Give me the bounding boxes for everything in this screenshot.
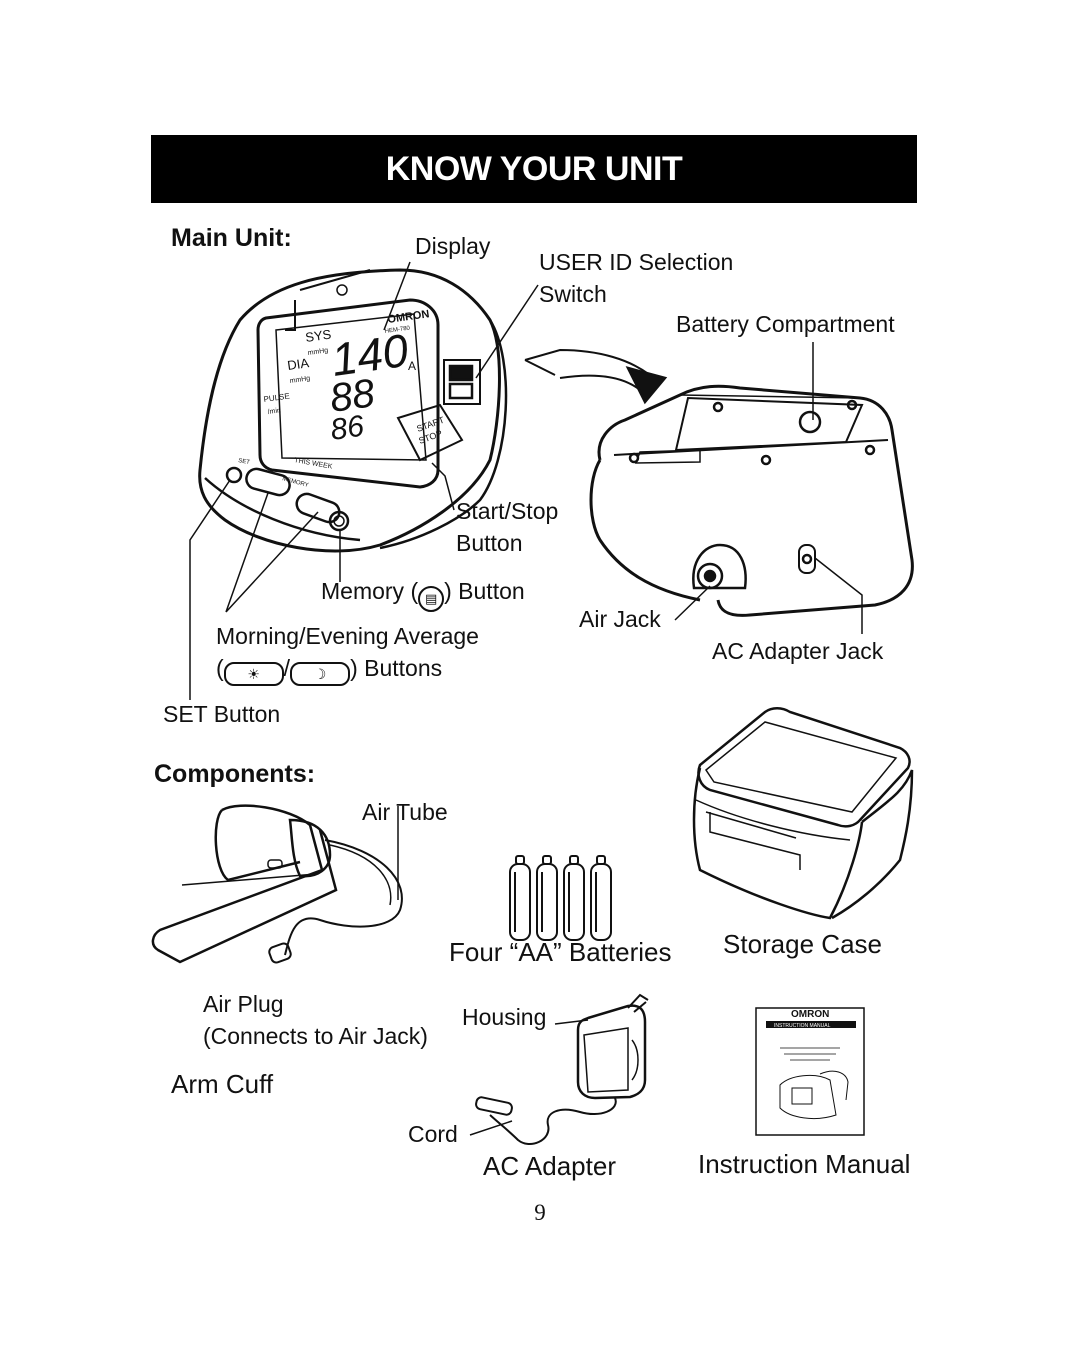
- lcd-model: HEM-780: [384, 325, 411, 335]
- lcd-dia-unit: mmHg: [289, 375, 310, 385]
- storage-case-illustration: [692, 707, 914, 920]
- lcd-sys: SYS: [304, 326, 332, 345]
- lcd-sys-value: 140: [328, 324, 412, 386]
- lcd-pulse-value: 86: [328, 410, 366, 447]
- lcd-brand: OMRON: [387, 308, 430, 326]
- arm-cuff-illustration: [151, 804, 403, 964]
- cord-label: Cord: [408, 1121, 458, 1147]
- lcd-sys-unit: mmHg: [307, 347, 328, 357]
- user-id-label-2: Switch: [539, 281, 607, 307]
- connects-to-air-jack-label: (Connects to Air Jack): [203, 1023, 428, 1049]
- components-heading: Components:: [154, 760, 316, 788]
- morning-evening-label: Morning/Evening Average: [216, 623, 479, 649]
- buttons-paren-open: (: [216, 655, 224, 681]
- lcd-dia-value: 88: [327, 371, 378, 421]
- instruction-manual-illustration: [755, 1007, 865, 1136]
- start-stop-label-1: Start/Stop: [456, 498, 559, 524]
- user-id-label-1: USER ID Selection: [539, 249, 734, 275]
- page-number: 9: [534, 1200, 546, 1225]
- display-label: Display: [415, 233, 491, 259]
- ac-adapter-illustration: [475, 993, 649, 1145]
- batteries-label: Four “AA” Batteries: [449, 937, 672, 967]
- storage-case-label: Storage Case: [723, 929, 882, 959]
- memory-label-pre: Memory (: [321, 578, 419, 604]
- batteries-illustration: [509, 855, 612, 941]
- instruction-manual-label: Instruction Manual: [698, 1149, 911, 1179]
- arm-cuff-label: Arm Cuff: [171, 1069, 274, 1099]
- buttons-slash: /: [283, 655, 291, 681]
- ac-adapter-label: AC Adapter: [483, 1151, 616, 1181]
- manual-band: INSTRUCTION MANUAL: [774, 1023, 831, 1029]
- housing-label: Housing: [462, 1004, 547, 1030]
- memory-label-post: ) Button: [444, 578, 525, 604]
- set-button-label: SET Button: [163, 701, 281, 727]
- air-plug-label: Air Plug: [203, 991, 284, 1017]
- unit-back-illustration: [589, 384, 914, 617]
- lcd-set-label: SET: [238, 458, 251, 466]
- lcd-pulse-unit: /min: [267, 407, 281, 416]
- air-jack-label: Air Jack: [579, 606, 661, 632]
- main-unit-heading: Main Unit:: [171, 224, 292, 252]
- lcd-pulse: PULSE: [263, 391, 290, 404]
- page-title: KNOW YOUR UNIT: [151, 135, 917, 203]
- lcd-user-a: A: [408, 359, 416, 373]
- lcd-dia: DIA: [286, 355, 310, 373]
- lcd-memory-label: MEMORY: [281, 476, 309, 489]
- buttons-label-post: ) Buttons: [350, 655, 443, 681]
- start-stop-label-2: Button: [456, 530, 523, 556]
- memory-button-label: Memory (▤) Button: [321, 575, 525, 612]
- air-tube-label: Air Tube: [362, 799, 448, 825]
- moon-button-icon: ☽: [290, 662, 351, 686]
- memory-icon: ▤: [418, 586, 445, 612]
- main-unit-illustration: [198, 268, 508, 553]
- ac-adapter-jack-label: AC Adapter Jack: [712, 638, 884, 664]
- morning-evening-buttons-label: (☀/☽) Buttons: [216, 652, 442, 686]
- sun-button-icon: ☀: [223, 662, 284, 686]
- battery-compartment-label: Battery Compartment: [676, 311, 895, 337]
- manual-brand: OMRON: [791, 1009, 829, 1020]
